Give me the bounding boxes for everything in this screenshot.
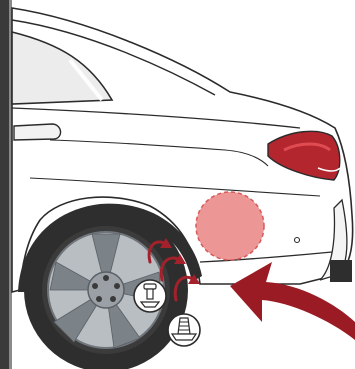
bumper-shadow [330, 260, 352, 282]
door-pillar [0, 0, 9, 369]
door-handle [14, 124, 61, 140]
highlight-zone [196, 192, 264, 260]
push-clip-icon [134, 280, 166, 312]
screw-clip-icon [168, 314, 200, 346]
